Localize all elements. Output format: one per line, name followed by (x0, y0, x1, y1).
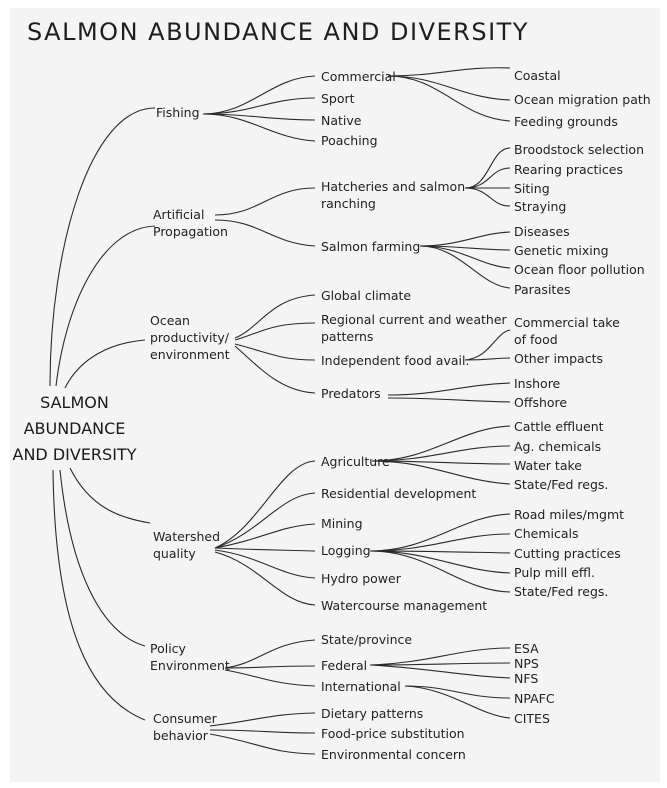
root-connectors (49, 107, 156, 721)
category-policy: Policy Environment (150, 640, 230, 674)
node-state-province: State/province (321, 632, 413, 647)
leaf-broodstock-selection: Broodstock selection (514, 142, 644, 157)
leaf-commercial-take-line-1: Commercial take (514, 315, 620, 330)
leaf-parasites: Parasites (514, 282, 571, 297)
leaf-ocean-floor-pollution: Ocean floor pollution (514, 262, 645, 277)
node-hatcheries: Hatcheries and salmon ranching (321, 178, 465, 212)
category-artificial-propagation: Artificial Propagation (153, 206, 228, 240)
category-fishing: Fishing (156, 105, 200, 120)
leaf-ocean-migration-path: Ocean migration path (514, 92, 651, 107)
category-consumer-line-2: behavior (153, 728, 208, 743)
leaf-siting: Siting (514, 181, 550, 196)
category-ocean-line-1: Ocean (150, 313, 190, 328)
node-watercourse-management: Watercourse management (321, 598, 488, 613)
leaf-cutting-practices: Cutting practices (514, 546, 621, 561)
leaf-npafc: NPAFC (514, 691, 555, 706)
page-title: SALMON ABUNDANCE AND DIVERSITY (27, 18, 529, 46)
node-independent-food: Independent food avail. (321, 353, 470, 368)
node-federal: Federal (321, 658, 368, 673)
node-food-price-substitution: Food-price substitution (321, 726, 465, 741)
node-commercial: Commercial (321, 69, 396, 84)
connector-lines (49, 67, 511, 755)
leaf-straying: Straying (514, 199, 567, 214)
node-residential-development: Residential development (321, 486, 477, 501)
leaf-nps: NPS (514, 656, 539, 671)
category-artificial-line-2: Propagation (153, 224, 228, 239)
category-watershed: Watershed quality (153, 528, 220, 562)
node-mining: Mining (321, 516, 363, 531)
node-environmental-concern: Environmental concern (321, 747, 466, 762)
leaf-nfs: NFS (514, 671, 539, 686)
artificial-connectors (214, 147, 511, 289)
node-salmon-farming: Salmon farming (321, 239, 421, 254)
category-ocean-line-2: productivity/ (150, 330, 229, 345)
leaf-state-fed-regs-agriculture: State/Fed regs. (514, 477, 609, 492)
node-sport: Sport (321, 91, 355, 106)
node-regional-current: Regional current and weather patterns (321, 311, 507, 345)
leaf-inshore: Inshore (514, 376, 561, 391)
leaf-commercial-take-line-2: of food (514, 332, 558, 347)
node-poaching: Poaching (321, 133, 378, 148)
leaf-offshore: Offshore (514, 395, 568, 410)
leaf-pulp-mill: Pulp mill effl. (514, 565, 595, 580)
leaf-ag-chemicals: Ag. chemicals (514, 439, 602, 454)
leaf-road-miles: Road miles/mgmt (514, 507, 625, 522)
leaf-cattle-effluent: Cattle effluent (514, 419, 604, 434)
category-consumer-line-1: Consumer (153, 711, 217, 726)
leaf-commercial-take: Commercial take of food (514, 314, 620, 348)
watershed-connectors (214, 425, 511, 606)
leaf-cites: CITES (514, 711, 550, 726)
root-node: SALMON ABUNDANCE AND DIVERSITY (12, 390, 137, 468)
consumer-connectors (209, 712, 316, 755)
leaf-coastal: Coastal (514, 68, 561, 83)
category-ocean-line-3: environment (150, 347, 230, 362)
leaf-water-take: Water take (514, 458, 582, 473)
policy-connectors (224, 639, 511, 719)
node-hatcheries-line-1: Hatcheries and salmon (321, 179, 466, 194)
leaf-chemicals: Chemicals (514, 526, 579, 541)
category-consumer: Consumer behavior (153, 710, 217, 744)
leaf-esa: ESA (514, 641, 539, 656)
leaf-rearing-practices: Rearing practices (514, 162, 623, 177)
category-watershed-line-2: quality (153, 546, 196, 561)
node-hydro-power: Hydro power (321, 571, 401, 586)
leaf-state-fed-regs-logging: State/Fed regs. (514, 584, 609, 599)
node-global-climate: Global climate (321, 288, 412, 303)
root-line-1: SALMON (40, 393, 109, 412)
category-policy-line-1: Policy (150, 641, 186, 656)
root-line-3: AND DIVERSITY (12, 445, 137, 464)
node-logging: Logging (321, 543, 371, 558)
category-watershed-line-1: Watershed (153, 529, 221, 544)
node-agriculture: Agriculture (321, 454, 390, 469)
node-dietary-patterns: Dietary patterns (321, 706, 424, 721)
node-native: Native (321, 113, 362, 128)
node-regional-line-1: Regional current and weather (321, 312, 507, 327)
root-line-2: ABUNDANCE (23, 419, 126, 438)
ocean-connectors (234, 294, 511, 403)
diagram-page: SALMON ABUNDANCE AND DIVERSITY (10, 8, 660, 782)
leaf-genetic-mixing: Genetic mixing (514, 243, 609, 258)
category-artificial-line-1: Artificial (153, 207, 205, 222)
node-international: International (321, 679, 401, 694)
node-predators: Predators (321, 386, 381, 401)
category-ocean: Ocean productivity/ environment (150, 312, 230, 363)
node-hatcheries-line-2: ranching (321, 196, 376, 211)
leaf-feeding-grounds: Feeding grounds (514, 114, 618, 129)
category-policy-line-2: Environment (150, 658, 230, 673)
node-regional-line-2: patterns (321, 329, 374, 344)
fishing-connectors (202, 67, 511, 142)
leaf-other-impacts: Other impacts (514, 351, 603, 366)
leaf-diseases: Diseases (514, 224, 570, 239)
